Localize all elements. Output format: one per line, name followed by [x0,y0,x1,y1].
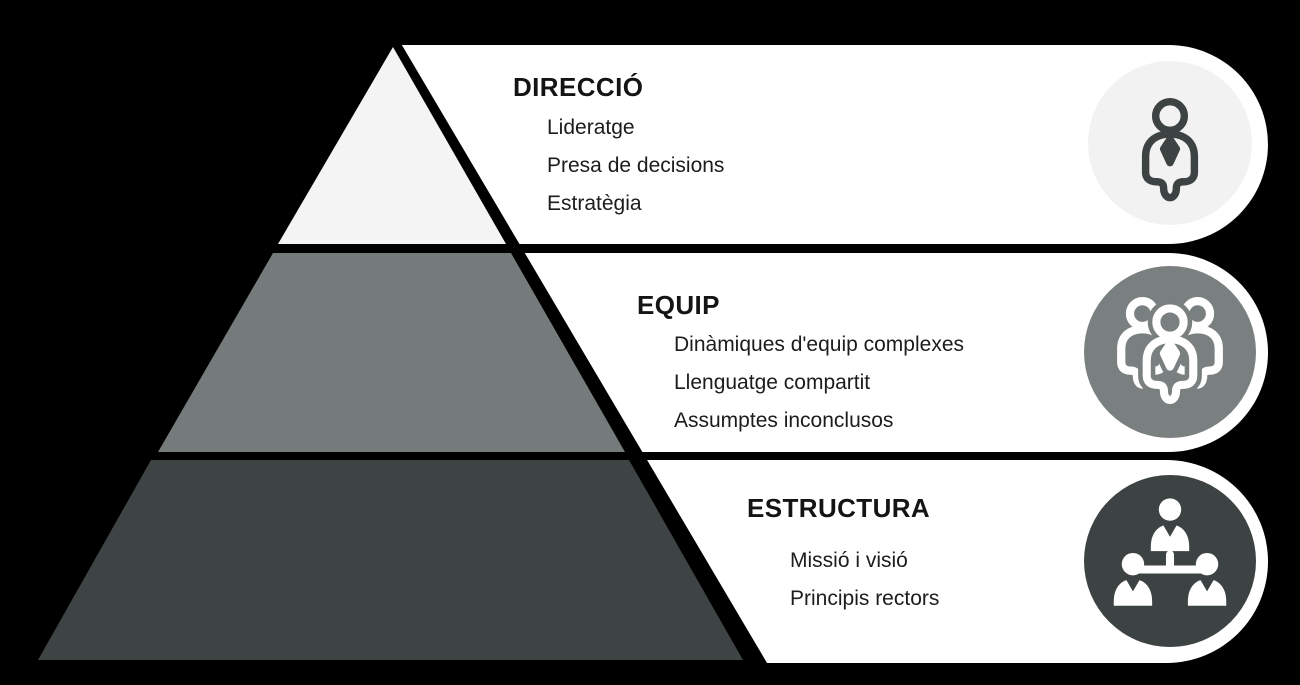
list-item: Assumptes inconclusos [674,409,894,432]
level-title-direccio: DIRECCIÓ [513,72,644,102]
org-hierarchy-icon [1113,498,1227,606]
panel-equip [450,253,1268,452]
level-items-estructura: Missió i visió Principis rectors [790,542,939,618]
list-item: Lideratge [547,116,635,139]
panel-direccio [393,45,1268,244]
list-item: Principis rectors [790,587,940,610]
list-item: Estratègia [547,192,642,215]
list-item: Llenguatge compartit [674,371,871,394]
hierarchy-connector [1129,550,1211,574]
level-title-estructura: ESTRUCTURA [747,493,931,523]
level-items-equip: Dinàmiques d'equip complexes Llenguatge … [674,326,964,440]
pyramid-level-equip [158,253,625,452]
pyramid-level-direccio [278,47,506,244]
level-title-equip: EQUIP [637,290,720,320]
level-items-direccio: Lideratge Presa de decisions Estratègia [547,109,724,223]
pyramid-level-estructura [38,460,743,660]
list-item: Presa de decisions [547,154,725,177]
list-item: Dinàmiques d'equip complexes [674,333,965,356]
list-item: Missió i visió [790,549,908,572]
